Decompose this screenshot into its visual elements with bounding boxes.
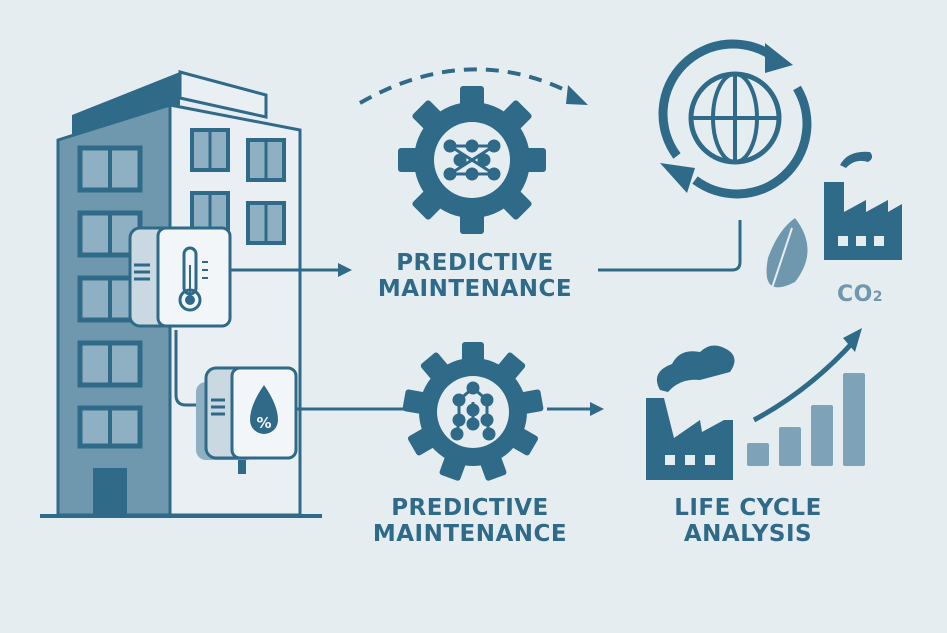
- svg-text:%: %: [256, 414, 271, 432]
- lca-line2: ANALYSIS: [683, 521, 813, 548]
- dashed-arc-arrow: [359, 67, 588, 105]
- globe-cycle-icon: [658, 39, 812, 199]
- lca-line1: LIFE CYCLE: [674, 495, 822, 521]
- factory-smoke-icon: [646, 345, 735, 480]
- top-process-line2: MAINTENANCE: [377, 276, 573, 303]
- humidity-drop-icon: %: [196, 366, 298, 474]
- bottom-process-line1: PREDICTIVE: [391, 495, 549, 521]
- gear-network-icon: [402, 342, 544, 481]
- bar-chart-up-icon: [747, 328, 865, 466]
- co2-label: CO2: [820, 282, 900, 307]
- co2-subscript: 2: [872, 289, 884, 305]
- top-process-label: PREDICTIVE MAINTENANCE: [350, 250, 600, 303]
- flow-arrows: [230, 220, 742, 416]
- bottom-process-label: PREDICTIVE MAINTENANCE: [345, 495, 595, 548]
- co2-text: CO: [836, 282, 873, 307]
- lca-label: LIFE CYCLE ANALYSIS: [648, 495, 848, 548]
- gear-network-icon: [398, 86, 546, 234]
- thermometer-icon: [128, 226, 232, 328]
- factory-icon: [824, 151, 902, 260]
- leaf-icon: [766, 218, 808, 289]
- bottom-process-line2: MAINTENANCE: [372, 521, 568, 548]
- top-process-line1: PREDICTIVE: [396, 250, 554, 276]
